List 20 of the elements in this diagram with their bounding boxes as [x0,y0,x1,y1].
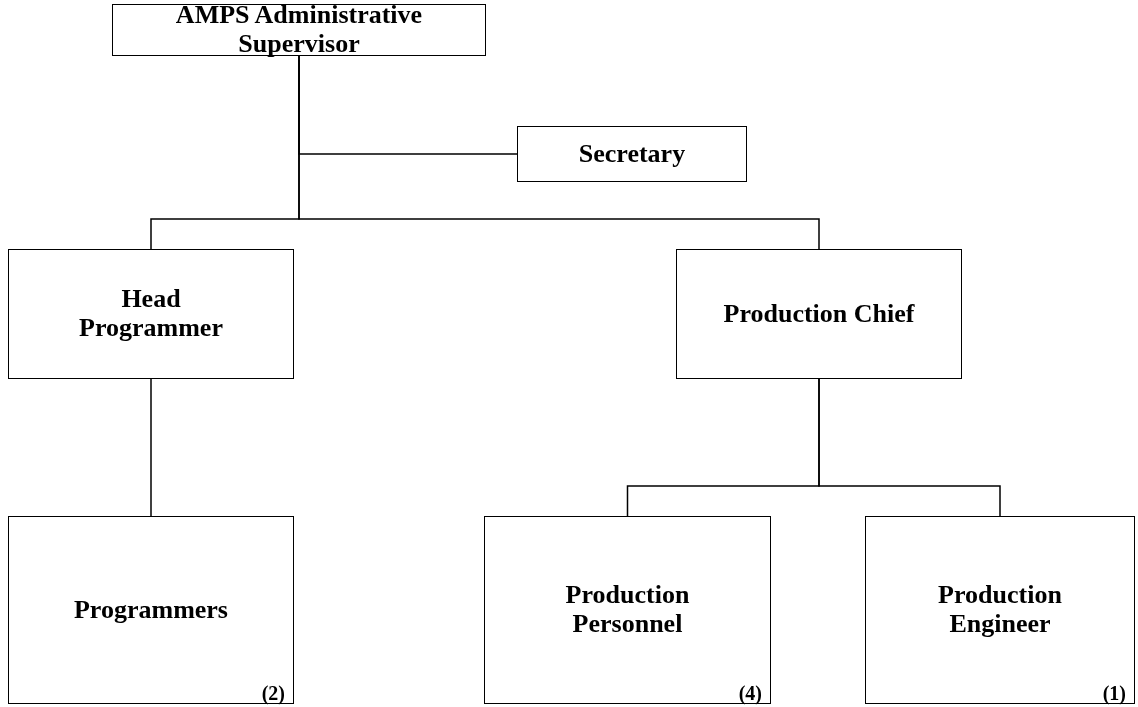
staff-count: (1) [1102,683,1126,703]
org-box [8,516,294,704]
staff-count: (4) [738,683,762,703]
connector-line [298,55,820,250]
org-box [8,249,294,379]
role-title: Production Chief [722,299,916,329]
role-title: Head Programmer [78,285,224,343]
org-box [865,516,1135,704]
role-title: Secretary [577,139,687,169]
org-box [517,126,747,182]
org-box [484,516,771,704]
connector-line [818,378,1001,517]
role-title: Production Engineer [937,581,1063,639]
staff-count: (2) [261,683,285,703]
role-title: Programmers [73,595,229,625]
role-title: Production Personnel [564,581,691,639]
org-box [676,249,962,379]
role-title: AMPS Administrative Supervisor [174,1,424,59]
org-box [112,4,486,56]
connector-line [150,378,152,517]
